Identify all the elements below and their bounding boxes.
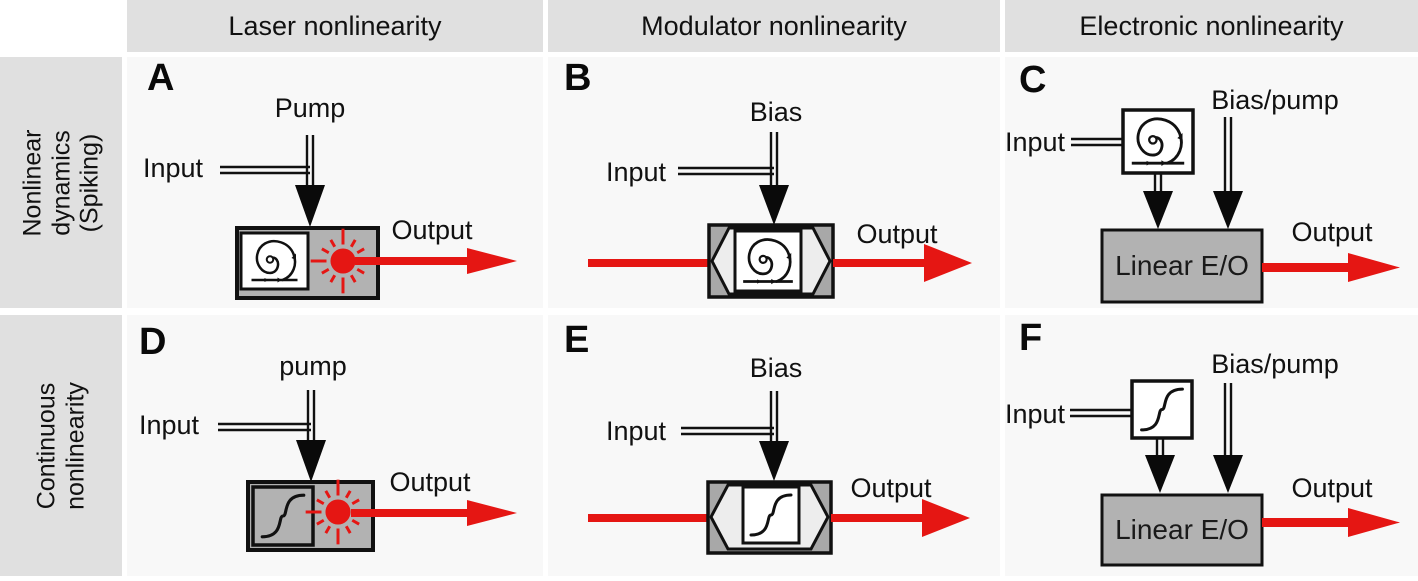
output-arrow [833, 244, 972, 282]
input-label: Input [1005, 399, 1066, 429]
bias-arrow [759, 391, 789, 481]
column-header-label: Laser nonlinearity [228, 10, 442, 41]
panel-letter: A [147, 57, 175, 99]
input-line [218, 422, 311, 432]
pump-label: pump [279, 351, 347, 381]
beam-in-line [588, 259, 709, 267]
column-header-modulator: Modulator nonlinearity [548, 0, 1000, 52]
column-header-label: Modulator nonlinearity [641, 10, 907, 41]
modulator-box [706, 480, 833, 555]
bias-arrow [1213, 383, 1243, 493]
modulator-box [707, 223, 835, 299]
panel-letter: D [139, 321, 167, 363]
panel-b-graphics [588, 132, 972, 299]
input-line [678, 166, 774, 176]
bias-arrow [759, 132, 789, 225]
laser-cavity-box [246, 479, 375, 552]
column-header-label: Electronic nonlinearity [1079, 10, 1344, 41]
sigmoid-box [1130, 379, 1194, 440]
linear-eo-label: Linear E/O [1115, 514, 1249, 545]
signal-drop-arrow [1143, 173, 1173, 229]
row-header-text: Continuous nonlinearity [32, 381, 90, 510]
input-label: Input [139, 410, 200, 440]
output-label: Output [850, 473, 932, 503]
panel-e: E Bias Input Output [548, 315, 1000, 576]
output-label: Output [391, 215, 473, 245]
panel-letter: C [1019, 59, 1047, 101]
panel-f-graphics [1070, 379, 1400, 567]
pump-label: Pump [274, 93, 346, 123]
row-header-spiking: Nonlinear dynamics (Spiking) [0, 57, 122, 308]
bias-pump-label: Bias/pump [1211, 349, 1339, 379]
pump-arrow [295, 135, 325, 227]
output-arrow [831, 499, 970, 537]
bias-arrow [1213, 117, 1243, 229]
output-label: Output [1291, 217, 1373, 247]
bias-label: Bias [749, 97, 803, 127]
row-header-continuous: Continuous nonlinearity [0, 315, 122, 576]
panel-a-graphics [220, 135, 517, 300]
output-arrow [1262, 508, 1400, 537]
input-line [1071, 137, 1123, 147]
panel-letter: E [564, 319, 590, 361]
input-label: Input [606, 157, 667, 187]
linear-eo-box [1100, 228, 1264, 304]
panel-letter: F [1019, 317, 1043, 359]
panel-b: B Bias Input Output [548, 57, 1000, 308]
laser-cavity-box [235, 226, 380, 300]
panel-f: F Bias/pump Input Output Linear E/O [1005, 315, 1418, 576]
output-label: Output [856, 219, 938, 249]
panel-d: D pump Input Output [127, 315, 543, 576]
panel-c: C Bias/pump Input Output Linear E/O [1005, 57, 1418, 308]
input-label: Input [606, 416, 667, 446]
panel-c-graphics [1071, 108, 1400, 304]
linear-eo-box [1100, 493, 1264, 567]
linear-eo-label: Linear E/O [1115, 250, 1249, 281]
output-label: Output [1291, 473, 1373, 503]
input-label: Input [1005, 127, 1066, 157]
input-line [220, 165, 310, 175]
input-label: Input [143, 153, 204, 183]
input-line [1070, 408, 1132, 418]
spiking-box [1121, 108, 1195, 175]
input-line [681, 426, 774, 436]
beam-in-line [588, 514, 708, 522]
column-header-laser: Laser nonlinearity [127, 0, 543, 52]
output-arrow [355, 248, 517, 274]
output-arrow [1262, 253, 1400, 282]
panel-letter: B [564, 57, 592, 99]
row-header-text: Nonlinear dynamics (Spiking) [18, 128, 104, 237]
column-header-electronic: Electronic nonlinearity [1005, 0, 1418, 52]
signal-drop-arrow [1145, 438, 1175, 493]
bias-label: Bias [749, 353, 803, 383]
bias-pump-label: Bias/pump [1211, 85, 1339, 115]
output-label: Output [389, 467, 471, 497]
panel-a: A Pump Input Output [127, 57, 543, 308]
pump-arrow [296, 390, 326, 482]
output-arrow [351, 500, 517, 526]
panel-d-graphics [218, 390, 517, 552]
panel-e-graphics [588, 391, 970, 555]
